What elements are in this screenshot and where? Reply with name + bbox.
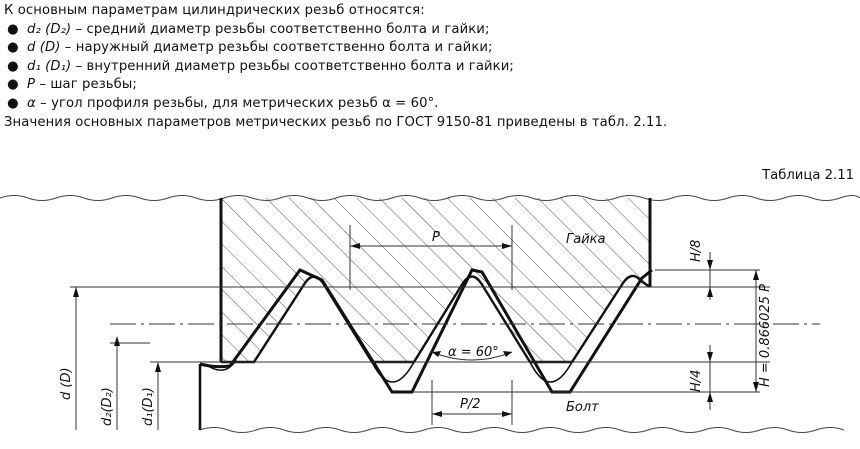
arrow-icon	[432, 411, 442, 417]
text-block: К основным параметрам цилиндрических рез…	[4, 2, 856, 132]
param-description: – внутренний диаметр резьбы соответствен…	[71, 58, 514, 74]
label-h: H = 0.866025 P	[758, 284, 773, 387]
label-h8: H/8	[689, 240, 704, 262]
label-d1: d₁(D₁)	[141, 387, 156, 426]
bullet-icon: ●	[7, 77, 19, 93]
arrow-icon	[707, 260, 713, 270]
arrow-icon	[155, 362, 161, 372]
param-symbol: P	[27, 77, 36, 93]
table-caption: Таблица 2.11	[762, 168, 854, 183]
param-symbol: d₁ (D₁)	[27, 58, 72, 74]
intro-text: К основным параметрам цилиндрических рез…	[4, 3, 425, 18]
thread-profile-figure: P Гайка α = 60° P/2 Болт H/8 H/4 H = 0.8…	[0, 188, 860, 449]
list-item: ● d₂ (D₂) – средний диаметр резьбы соотве…	[4, 21, 856, 40]
arrow-icon	[707, 392, 713, 402]
list-item: ● P – шаг резьбы;	[4, 76, 856, 95]
arrow-icon	[707, 287, 713, 297]
param-description: – наружный диаметр резьбы соответственно…	[60, 40, 493, 56]
bullet-icon: ●	[7, 40, 19, 56]
param-description: – шаг резьбы;	[35, 77, 137, 93]
bullet-icon: ●	[7, 95, 19, 111]
arrow-icon	[73, 287, 79, 297]
arrow-icon	[753, 382, 759, 392]
arrow-icon	[432, 351, 441, 357]
summary-text: Значения основных параметров метрических…	[4, 114, 668, 130]
parameter-list: ● d₂ (D₂) – средний диаметр резьбы соотве…	[4, 21, 856, 114]
thread-profile-drawing: P Гайка α = 60° P/2 Болт H/8 H/4 H = 0.8…	[0, 195, 860, 433]
label-nut: Гайка	[566, 232, 606, 247]
arrow-icon	[753, 270, 759, 280]
bullet-icon: ●	[7, 58, 19, 74]
label-d: d (D)	[59, 367, 74, 400]
label-alpha: α = 60°	[448, 345, 499, 360]
param-symbol: d₂ (D₂)	[27, 21, 72, 37]
arrow-icon	[350, 243, 360, 249]
list-item: ● d₁ (D₁) – внутренний диаметр резьбы соо…	[4, 58, 856, 77]
label-half-pitch: P/2	[460, 397, 481, 412]
param-symbol: d (D)	[27, 40, 61, 56]
arrow-icon	[114, 336, 120, 346]
alpha-angle-arc	[431, 351, 513, 361]
break-line-top	[0, 195, 860, 201]
nut-thread-profile	[221, 274, 651, 364]
param-symbol: α	[27, 95, 36, 111]
param-description: – угол профиля резьбы, для метрических р…	[35, 95, 439, 111]
label-h4: H/4	[689, 370, 704, 392]
arrow-icon	[707, 352, 713, 362]
list-item: ● α – угол профиля резьбы, для метрически…	[4, 95, 856, 114]
arrow-icon	[502, 243, 512, 249]
label-d2: d₂(D₂)	[100, 387, 115, 426]
bullet-icon: ●	[7, 21, 19, 37]
param-description: – средний диаметр резьбы соответственно …	[71, 21, 490, 37]
label-bolt: Болт	[566, 400, 599, 415]
bolt-root-arcs	[204, 359, 573, 383]
arrow-icon	[502, 411, 512, 417]
break-line-bottom	[199, 427, 845, 433]
arrow-icon	[503, 351, 512, 357]
list-item: ● d (D) – наружный диаметр резьбы соответ…	[4, 39, 856, 58]
label-pitch: P	[432, 230, 440, 245]
